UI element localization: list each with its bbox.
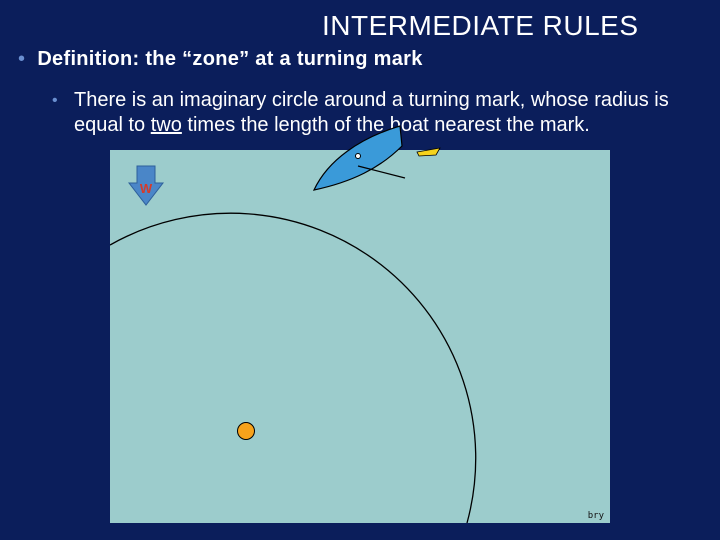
zone-text-underlined: two bbox=[150, 114, 182, 136]
zone-circle bbox=[110, 212, 477, 523]
zone-text-after: times the length of the boat nearest the… bbox=[181, 114, 590, 136]
zone-text-before: There is an imaginary circle around a tu… bbox=[74, 89, 669, 136]
zone-diagram: bry bbox=[110, 150, 610, 523]
bullet-marker: • bbox=[52, 92, 58, 109]
bullet-definition-text: Definition: the “zone” at a turning mark bbox=[37, 48, 423, 70]
bullet-zone-description: • There is an imaginary circle around a … bbox=[52, 88, 702, 138]
bullet-marker: • bbox=[18, 48, 26, 70]
mark-buoy-icon bbox=[237, 422, 255, 440]
diagram-credit: bry bbox=[587, 511, 604, 521]
zone-diagram-svg bbox=[110, 212, 477, 523]
bullet-definition: • Definition: the “zone” at a turning mar… bbox=[18, 48, 423, 71]
bullet-zone-text: There is an imaginary circle around a tu… bbox=[52, 88, 702, 138]
slide-title: INTERMEDIATE RULES bbox=[322, 10, 639, 41]
